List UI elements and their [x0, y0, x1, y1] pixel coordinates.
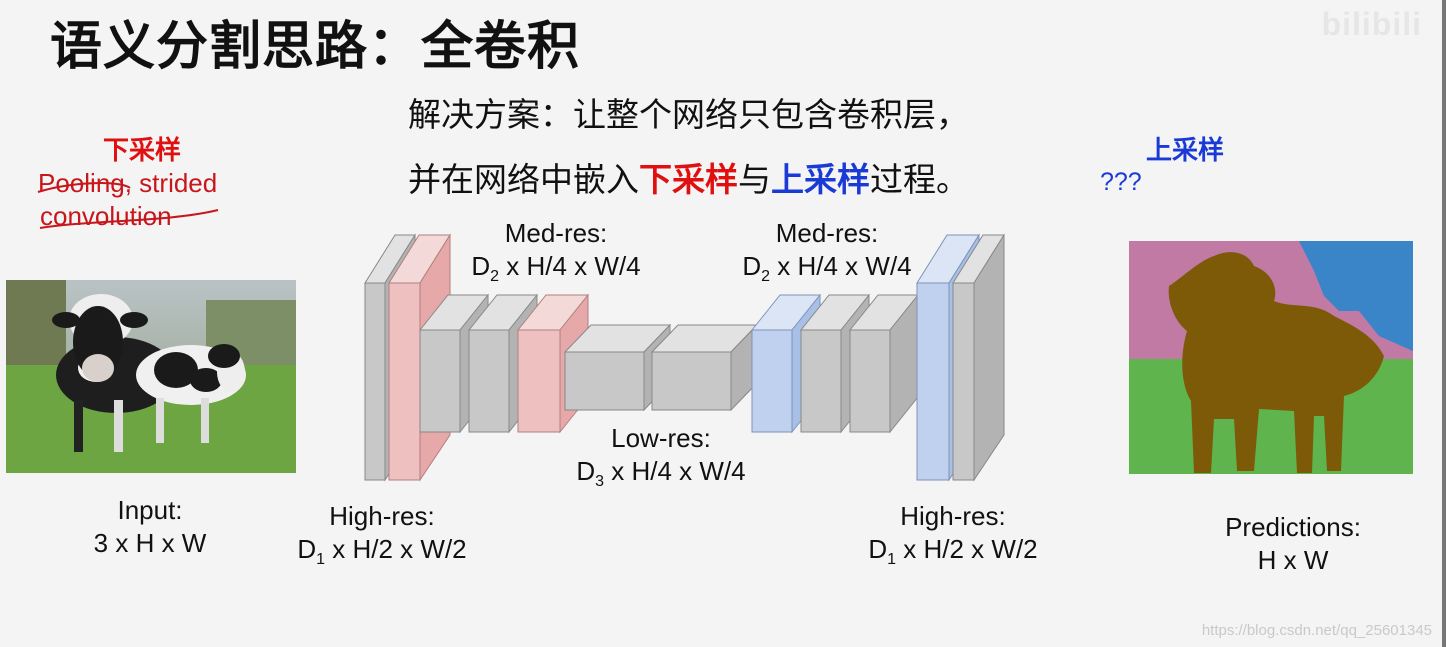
underline-mark — [39, 209, 219, 229]
solution-line-1: 解决方案：让整个网络只包含卷积层， — [408, 95, 969, 134]
upsample-annotation-title: 上采样 — [1146, 136, 1225, 166]
bilibili-watermark: bilibili — [1321, 6, 1422, 42]
low-res-line1: Low-res: — [611, 423, 711, 453]
med-res-left-label: Med-res: D2 x H/4 x W/4 — [456, 217, 656, 293]
slide-title: 语义分割思路：全卷积 — [50, 17, 581, 77]
high-res-right-sub: 1 — [887, 551, 897, 569]
med-res-left-base: D — [471, 251, 491, 281]
high-res-left-line2: D1 x H/2 x W/2 — [282, 533, 482, 576]
solution-upsample: 上采样 — [771, 160, 870, 199]
solution-downsample: 下采样 — [639, 160, 738, 199]
solution-part-1: 并在网络中嵌入 — [408, 160, 639, 199]
med-res-right-line2: D2 x H/4 x W/4 — [727, 250, 927, 293]
low-res-label: Low-res: D3 x H/4 x W/4 — [561, 422, 761, 498]
input-label-line2: 3 x H x W — [93, 528, 207, 558]
strike-mark — [37, 182, 131, 193]
downsample-method-line1: Pooling, strided — [38, 168, 218, 198]
conv-block-high-res-right-2 — [952, 233, 1005, 482]
med-res-left-rest: x H/4 x W/4 — [499, 251, 641, 281]
low-res-sub: 3 — [595, 473, 605, 491]
solution-part-3: 与 — [738, 160, 771, 199]
high-res-right-line2: D1 x H/2 x W/2 — [853, 533, 1053, 576]
high-res-left-label: High-res: D1 x H/2 x W/2 — [282, 500, 482, 576]
high-res-left-base: D — [297, 534, 317, 564]
predictions-label-line1: Predictions: — [1225, 512, 1361, 542]
med-res-left-sub: 2 — [490, 268, 500, 286]
high-res-right-rest: x H/2 x W/2 — [896, 534, 1038, 564]
med-res-right-sub: 2 — [761, 268, 771, 286]
conv-block-low-res-2 — [650, 323, 759, 412]
input-label-line1: Input: — [117, 495, 183, 525]
low-res-line2: D3 x H/4 x W/4 — [561, 455, 761, 498]
med-res-left-line2: D2 x H/4 x W/4 — [456, 250, 656, 293]
high-res-left-line1: High-res: — [329, 501, 435, 531]
high-res-left-sub: 1 — [316, 551, 326, 569]
med-res-right-rest: x H/4 x W/4 — [770, 251, 912, 281]
low-res-rest: x H/4 x W/4 — [604, 456, 746, 486]
handwritten-marks — [37, 182, 219, 229]
right-edge-bar — [1442, 0, 1446, 647]
low-res-base: D — [576, 456, 596, 486]
med-res-left-line1: Med-res: — [504, 218, 608, 248]
high-res-right-label: High-res: D1 x H/2 x W/2 — [853, 500, 1053, 576]
input-label: Input: 3 x H x W — [80, 494, 220, 560]
high-res-right-base: D — [868, 534, 888, 564]
med-res-right-base: D — [742, 251, 762, 281]
input-cow-image — [6, 280, 296, 473]
high-res-left-rest: x H/2 x W/2 — [325, 534, 467, 564]
high-res-right-line1: High-res: — [900, 501, 1006, 531]
solution-part-5: 过程。 — [870, 160, 969, 199]
predictions-label: Predictions: H x W — [1203, 511, 1383, 577]
med-res-right-label: Med-res: D2 x H/4 x W/4 — [727, 217, 927, 293]
prediction-segmentation-map — [1129, 241, 1413, 474]
csdn-watermark: https://blog.csdn.net/qq_25601345 — [1201, 622, 1432, 639]
med-res-right-line1: Med-res: — [775, 218, 879, 248]
downsample-annotation-title: 下采样 — [103, 136, 182, 166]
network-diagram — [364, 233, 1005, 482]
upsample-question: ??? — [1100, 168, 1142, 196]
predictions-label-line2: H x W — [1257, 545, 1329, 575]
solution-line-2: 并在网络中嵌入下采样与上采样过程。 — [408, 153, 969, 201]
